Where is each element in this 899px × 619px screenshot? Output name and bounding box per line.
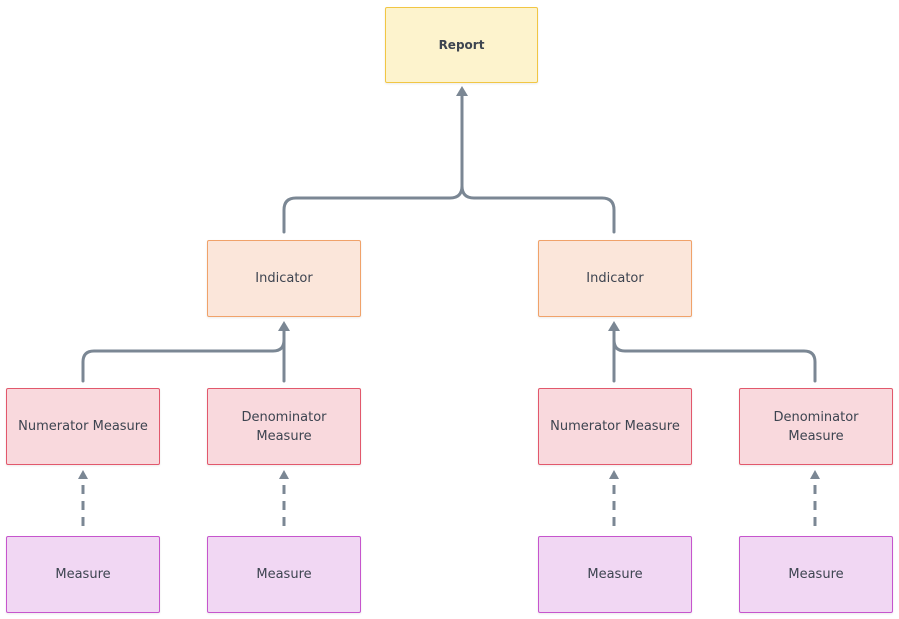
edge-indicator-right-to-report [460,184,616,234]
numerator-measure-label: Numerator Measure [550,419,680,434]
edge-indicator-left-to-report [282,91,464,234]
measure-node-2[interactable]: Measure [207,536,361,613]
numerator-measure-label: Numerator Measure [18,419,148,434]
indicator-node-right[interactable]: Indicator [538,240,692,317]
arrowhead-numerator-left-icon [78,470,88,479]
arrowhead-denominator-right-icon [810,470,820,479]
measure-node-4[interactable]: Measure [739,536,893,613]
measure-label: Measure [788,567,844,582]
arrowhead-denominator-left-icon [279,470,289,479]
edge-denominator-right-to-indicator [612,338,817,383]
arrowhead-indicator-right-icon [608,321,620,331]
indicator-label: Indicator [586,271,644,286]
measure-label: Measure [587,567,643,582]
measure-node-1[interactable]: Measure [6,536,160,613]
denominator-measure-label: Denominator Measure [773,409,859,444]
measure-label: Measure [55,567,111,582]
denominator-measure-label: Denominator Measure [241,409,327,444]
measure-label: Measure [256,567,312,582]
edge-numerator-left-to-indicator [81,338,286,383]
arrowhead-numerator-right-icon [609,470,619,479]
indicator-node-left[interactable]: Indicator [207,240,361,317]
numerator-measure-node-right[interactable]: Numerator Measure [538,388,692,465]
arrowhead-report-icon [456,86,468,96]
arrowhead-indicator-left-icon [278,321,290,331]
denominator-measure-node-left[interactable]: Denominator Measure [207,388,361,465]
measure-node-3[interactable]: Measure [538,536,692,613]
report-node[interactable]: Report [385,7,538,83]
report-label: Report [438,37,485,52]
indicator-label: Indicator [255,271,313,286]
numerator-measure-node-left[interactable]: Numerator Measure [6,388,160,465]
denominator-measure-node-right[interactable]: Denominator Measure [739,388,893,465]
